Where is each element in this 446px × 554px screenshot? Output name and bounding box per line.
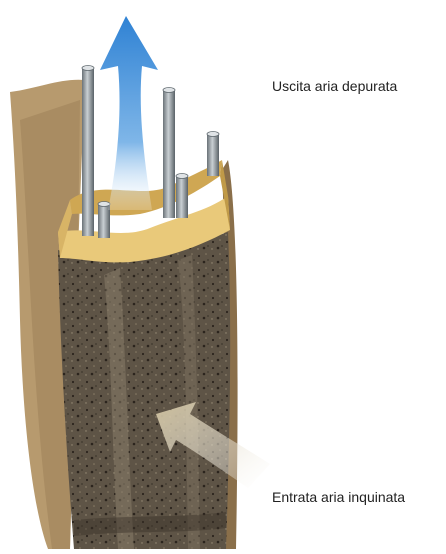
outlet-label: Uscita aria depurata [272, 78, 397, 94]
soil-column [58, 232, 230, 549]
pipe-4 [176, 176, 188, 218]
pipe-3 [163, 90, 175, 218]
outlet-arrow-icon [100, 16, 158, 210]
pipe-5 [207, 134, 219, 176]
inlet-label: Entrata aria inquinata [272, 489, 405, 505]
pipe-1 [82, 68, 94, 236]
